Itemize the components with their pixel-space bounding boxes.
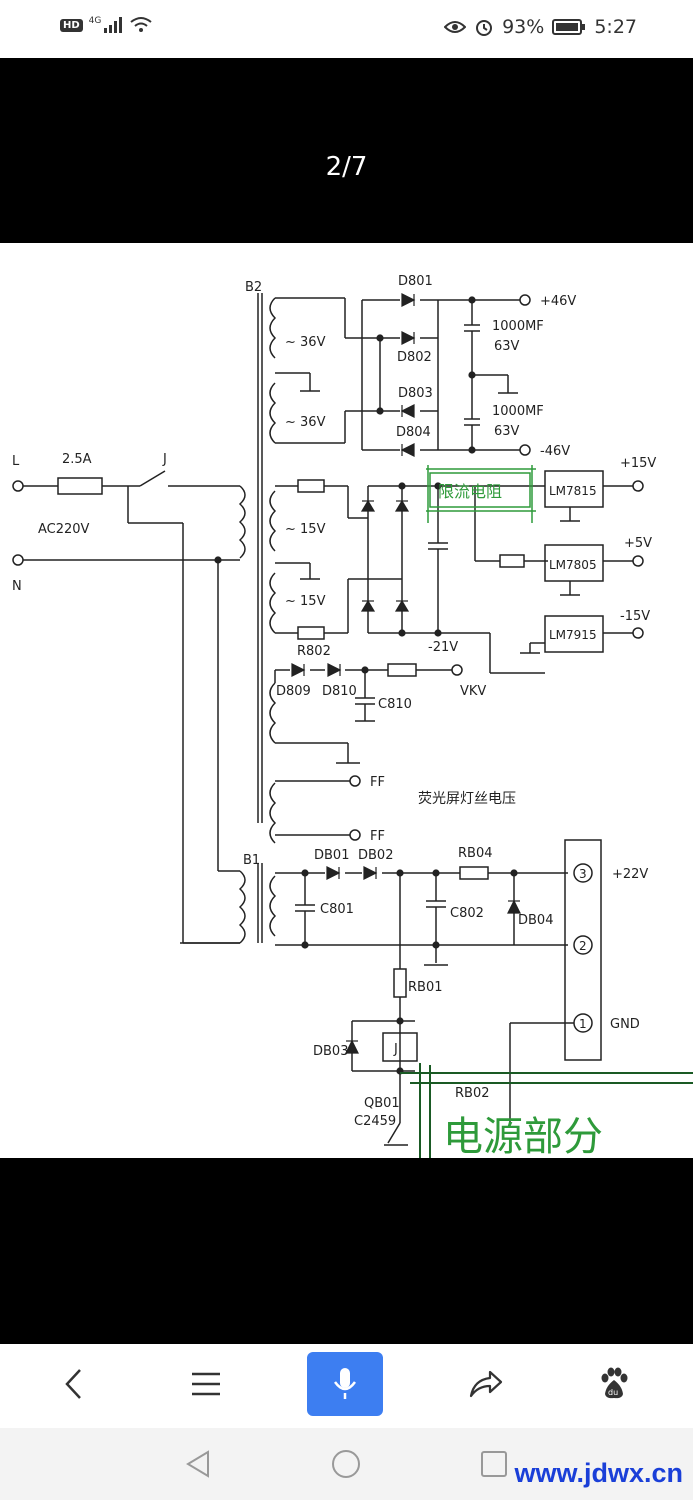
page-indicator: 2/7 [325,152,368,182]
triangle-back-icon [186,1450,209,1478]
label-c2459: C2459 [354,1114,396,1129]
label-vkv: VKV [460,684,486,699]
label-d803: D803 [398,386,433,401]
label-p15: +15V [620,456,656,471]
label-c801: C801 [320,902,354,917]
label-qb01: QB01 [364,1096,400,1111]
label-d810: D810 [322,684,357,699]
voice-search-button[interactable] [307,1352,383,1416]
label-c802: C802 [450,906,484,921]
schematic-image[interactable]: B2 B1 L N 2.5A J AC220V ~ 36V ~ 36V ~ 15… [0,243,693,1158]
label-pin3: 3 [579,867,587,881]
share-icon [469,1370,503,1398]
back-button[interactable] [36,1352,112,1416]
label-db03: DB03 [313,1044,348,1059]
baidu-button[interactable]: du [576,1352,652,1416]
viewer-header: 2/7 [0,58,693,243]
label-lm7815: LM7815 [549,484,597,498]
label-w36a: ~ 36V [285,335,326,350]
label-d801: D801 [398,274,433,289]
label-p22: +22V [612,867,648,882]
signal-icon [104,17,123,33]
label-rb04: RB04 [458,846,493,861]
annotation-current-limit: 限流电阻 [438,482,502,501]
label-lm7805: LM7805 [549,558,597,572]
label-pin2: 2 [579,939,587,953]
label-lm7915: LM7915 [549,628,597,642]
share-button[interactable] [448,1352,524,1416]
label-l: L [12,454,20,469]
label-b2: B2 [245,280,262,295]
square-recents-icon [481,1451,507,1477]
nav-back-button[interactable] [178,1444,218,1484]
label-ff1: FF [370,775,385,790]
nav-home-button[interactable] [326,1444,366,1484]
label-db02: DB02 [358,848,393,863]
label-db04: DB04 [518,913,553,928]
back-icon [65,1369,81,1399]
label-n21: -21V [428,640,458,655]
label-switch: J [162,452,167,467]
label-pin1: 1 [579,1017,587,1031]
label-cap1a: 1000MF [492,319,544,334]
menu-icon [192,1372,220,1396]
label-fuse: 2.5A [62,452,92,467]
microphone-icon [333,1368,357,1399]
label-d809: D809 [276,684,311,699]
battery-icon [552,19,586,35]
label-n: N [12,579,22,594]
label-p5: +5V [624,536,652,551]
label-cap2b: 63V [494,424,520,439]
bottom-toolbar: du [0,1344,693,1428]
label-gnd: GND [610,1017,640,1032]
label-w15b: ~ 15V [285,594,326,609]
label-ff2: FF [370,829,385,844]
viewer-footer-space [0,1158,693,1344]
schematic-drawing: B2 B1 L N 2.5A J AC220V ~ 36V ~ 36V ~ 15… [12,274,693,1158]
label-r802: R802 [297,644,331,659]
label-rb02: RB02 [455,1086,490,1101]
alarm-icon [476,20,493,36]
network-badge: HD [60,18,83,32]
label-relay: J [393,1042,398,1057]
label-cap2a: 1000MF [492,404,544,419]
label-mains: AC220V [38,522,90,537]
label-filament: 荧光屏灯丝电压 [418,790,516,807]
clock: 5:27 [594,16,637,38]
label-w36b: ~ 36V [285,415,326,430]
status-right: 93% 5:27 [444,16,637,38]
site-watermark: www.jdwx.cn [514,1458,683,1488]
svg-text:du: du [608,1388,618,1397]
menu-button[interactable] [168,1352,244,1416]
label-b1: B1 [243,853,260,868]
label-d804: D804 [396,425,431,440]
status-left: HD 4G [60,16,153,34]
nav-recents-button[interactable] [474,1444,514,1484]
label-n15: -15V [620,609,650,624]
baidu-paw-icon: du [601,1367,628,1399]
eye-icon [444,21,467,33]
label-n46: -46V [540,444,570,459]
annotation-section-title: 电源部分 [443,1114,603,1158]
label-rb01: RB01 [408,980,443,995]
label-db01: DB01 [314,848,349,863]
signal-type: 4G [88,16,102,26]
battery-percent: 93% [502,16,545,38]
label-d802: D802 [397,350,432,365]
wifi-icon [130,17,152,32]
label-c810: C810 [378,697,412,712]
circle-home-icon [332,1450,360,1478]
label-w15a: ~ 15V [285,522,326,537]
label-cap1b: 63V [494,339,520,354]
status-bar: HD 4G 93% 5:27 [0,0,693,58]
system-nav-bar [0,1428,693,1500]
label-p46: +46V [540,294,576,309]
